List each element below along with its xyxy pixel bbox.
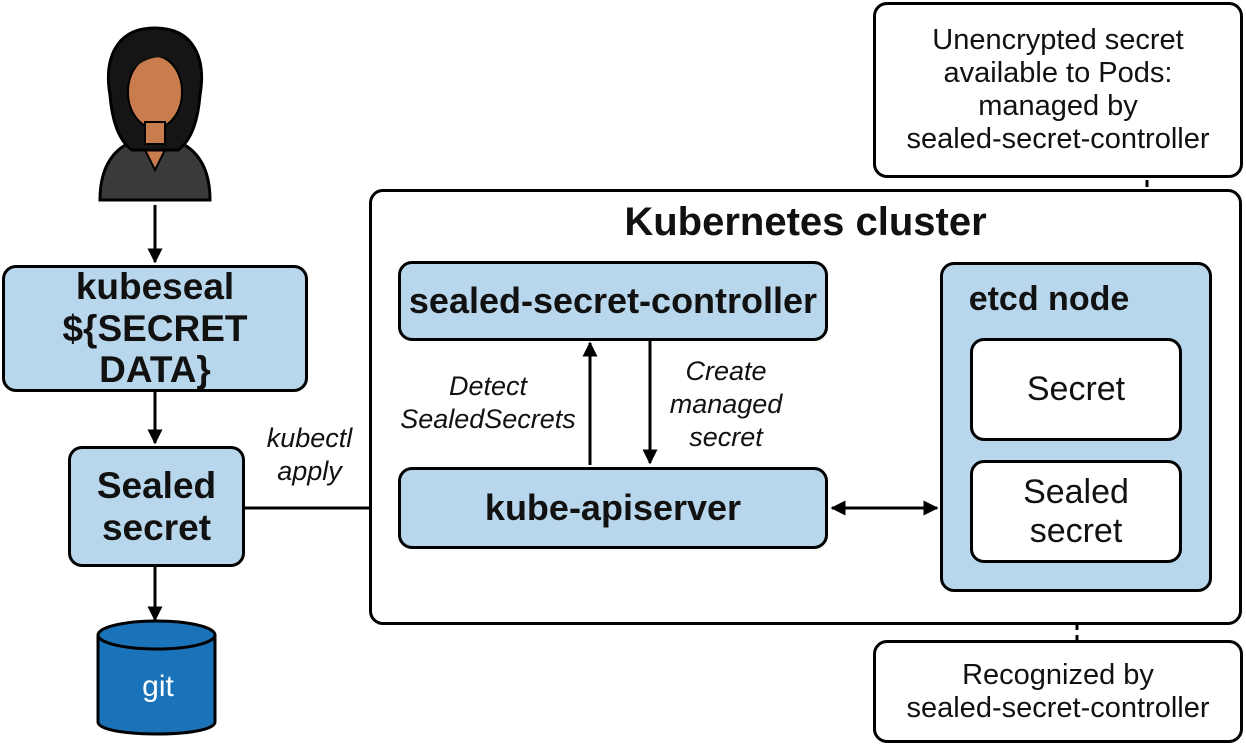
etcd-sealed-secret-line2: secret <box>1029 511 1123 550</box>
kubectl-label: kubectl <box>266 423 353 453</box>
git-label: git <box>142 670 174 703</box>
cluster-title: Kubernetes cluster <box>624 200 987 244</box>
create-label-line1: Create <box>685 356 767 386</box>
kubeseal-arguments: ${SECRET DATA} <box>62 307 248 391</box>
bottom-note-line1: Recognized by <box>962 658 1154 691</box>
top-note-line3: managed by <box>978 90 1138 122</box>
controller-label: sealed-secret-controller <box>408 279 818 321</box>
create-managed-secret-label: Create managed secret <box>655 355 797 454</box>
etcd-node-title: etcd node <box>968 280 1130 318</box>
sealed-secret-controller-box: sealed-secret-controller <box>398 261 828 341</box>
sealed-secret-line2: secret <box>101 506 212 548</box>
person-icon <box>98 26 212 202</box>
top-note-line1: Unencrypted secret <box>932 24 1184 57</box>
recognized-by-note: Recognized by sealed-secret-controller <box>873 640 1243 743</box>
secret-label: Secret <box>1026 370 1126 409</box>
top-note-line4: sealed-secret-controller <box>906 122 1210 155</box>
kubeseal-box: kubeseal ${SECRET DATA} <box>2 265 308 392</box>
kubeseal-command: kubeseal <box>75 266 235 308</box>
create-label-line2: managed <box>669 388 783 419</box>
secret-box: Secret <box>970 338 1182 441</box>
etcd-sealed-secret-line1: Sealed <box>1023 473 1129 512</box>
top-note-line2: available to Pods: <box>943 57 1173 90</box>
apiserver-label: kube-apiserver <box>484 486 742 528</box>
apply-label: apply <box>277 455 342 486</box>
detect-label-line2: SealedSecrets <box>400 403 576 434</box>
sealed-secret-box: Sealed secret <box>68 446 245 567</box>
kube-apiserver-box: kube-apiserver <box>398 467 828 549</box>
unencrypted-secret-note: Unencrypted secret available to Pods: ma… <box>873 2 1243 178</box>
create-label-line3: secret <box>689 421 763 452</box>
etcd-sealed-secret-box: Sealed secret <box>970 460 1182 563</box>
kubectl-apply-label: kubectl apply <box>252 422 367 488</box>
git-cylinder-icon <box>96 619 217 736</box>
detect-sealed-secrets-label: Detect SealedSecrets <box>392 370 584 436</box>
bottom-note-line2: sealed-secret-controller <box>906 691 1210 724</box>
sealed-secret-line1: Sealed <box>96 465 217 507</box>
detect-label-line1: Detect <box>448 371 528 401</box>
